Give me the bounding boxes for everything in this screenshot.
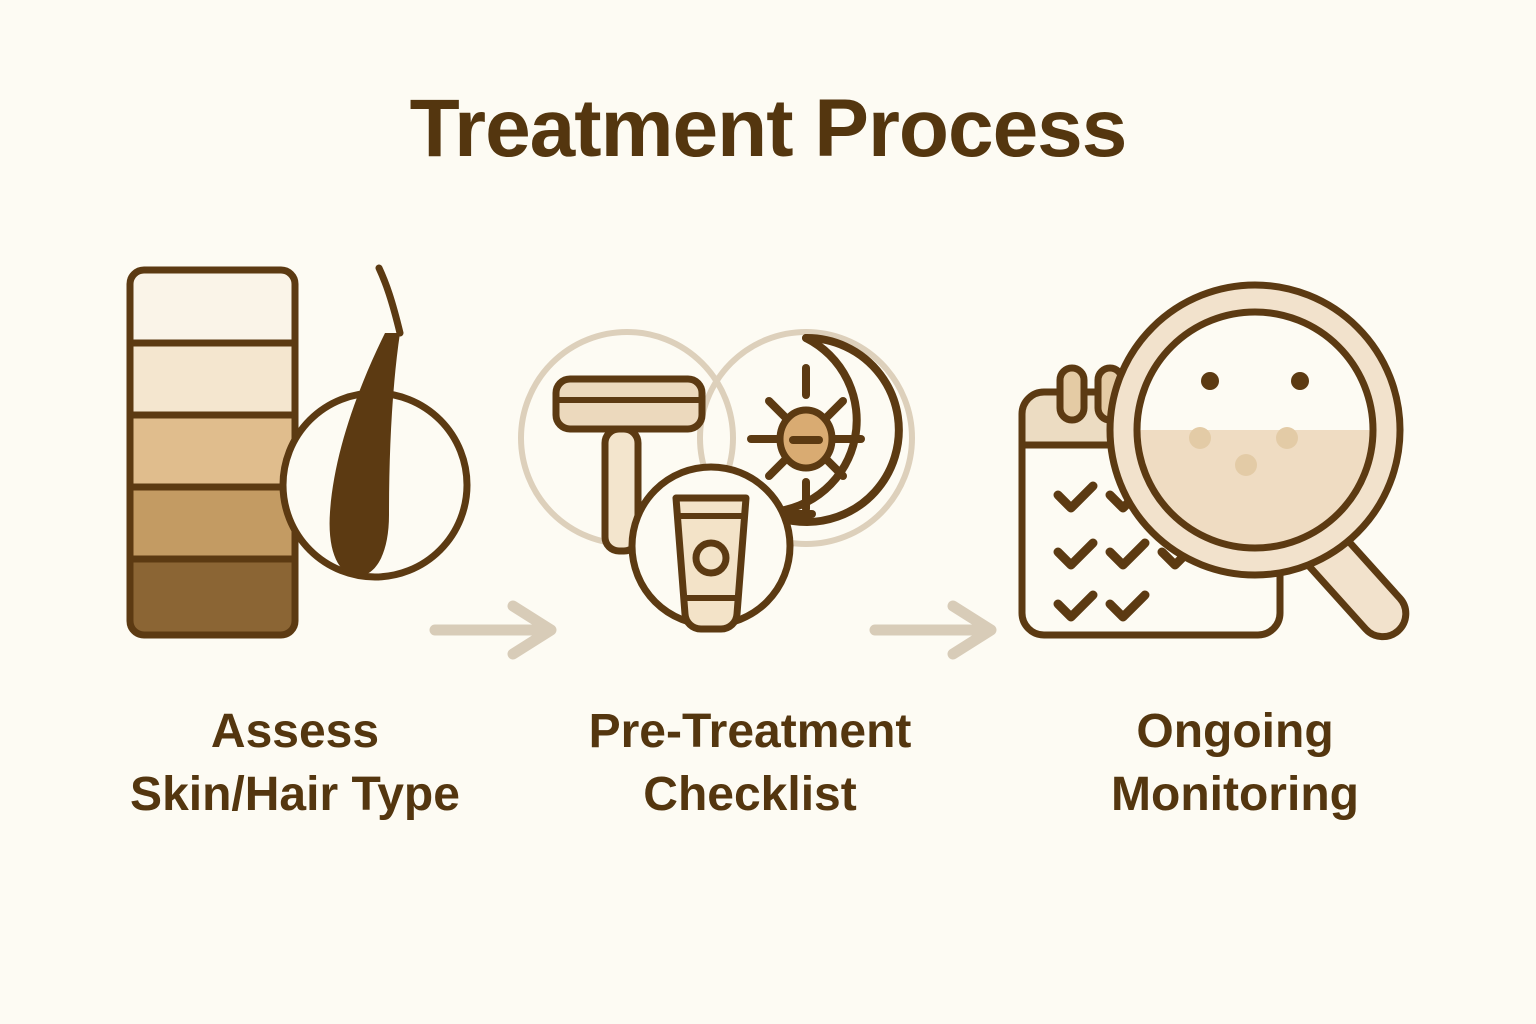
calendar-checkmark-group: [1053, 481, 1254, 622]
hair-follicle-icon: [279, 264, 471, 581]
arrow-step2-to-step3: [869, 600, 997, 660]
no-sun-icon: [747, 333, 903, 527]
lotion-tube-icon: [628, 463, 794, 633]
razor-icon: [552, 375, 706, 555]
step-label-assess-skin-hair-type: Assess Skin/Hair Type: [130, 705, 460, 822]
skin-tone-scale-icon: [126, 266, 299, 639]
step-label-pre-treatment-checklist: Pre-Treatment Checklist: [588, 705, 912, 822]
magnifier-skin-icon: [1106, 281, 1410, 641]
page-title: Treatment Process: [409, 83, 1128, 174]
magnifier-handle: [1286, 509, 1410, 641]
arrow-step1-to-step2: [429, 600, 557, 660]
step-label-ongoing-monitoring: Ongoing Monitoring: [1111, 705, 1359, 822]
calendar-checkmarks-icon: [1018, 364, 1284, 639]
checklist-ghost-circles: [518, 329, 915, 547]
